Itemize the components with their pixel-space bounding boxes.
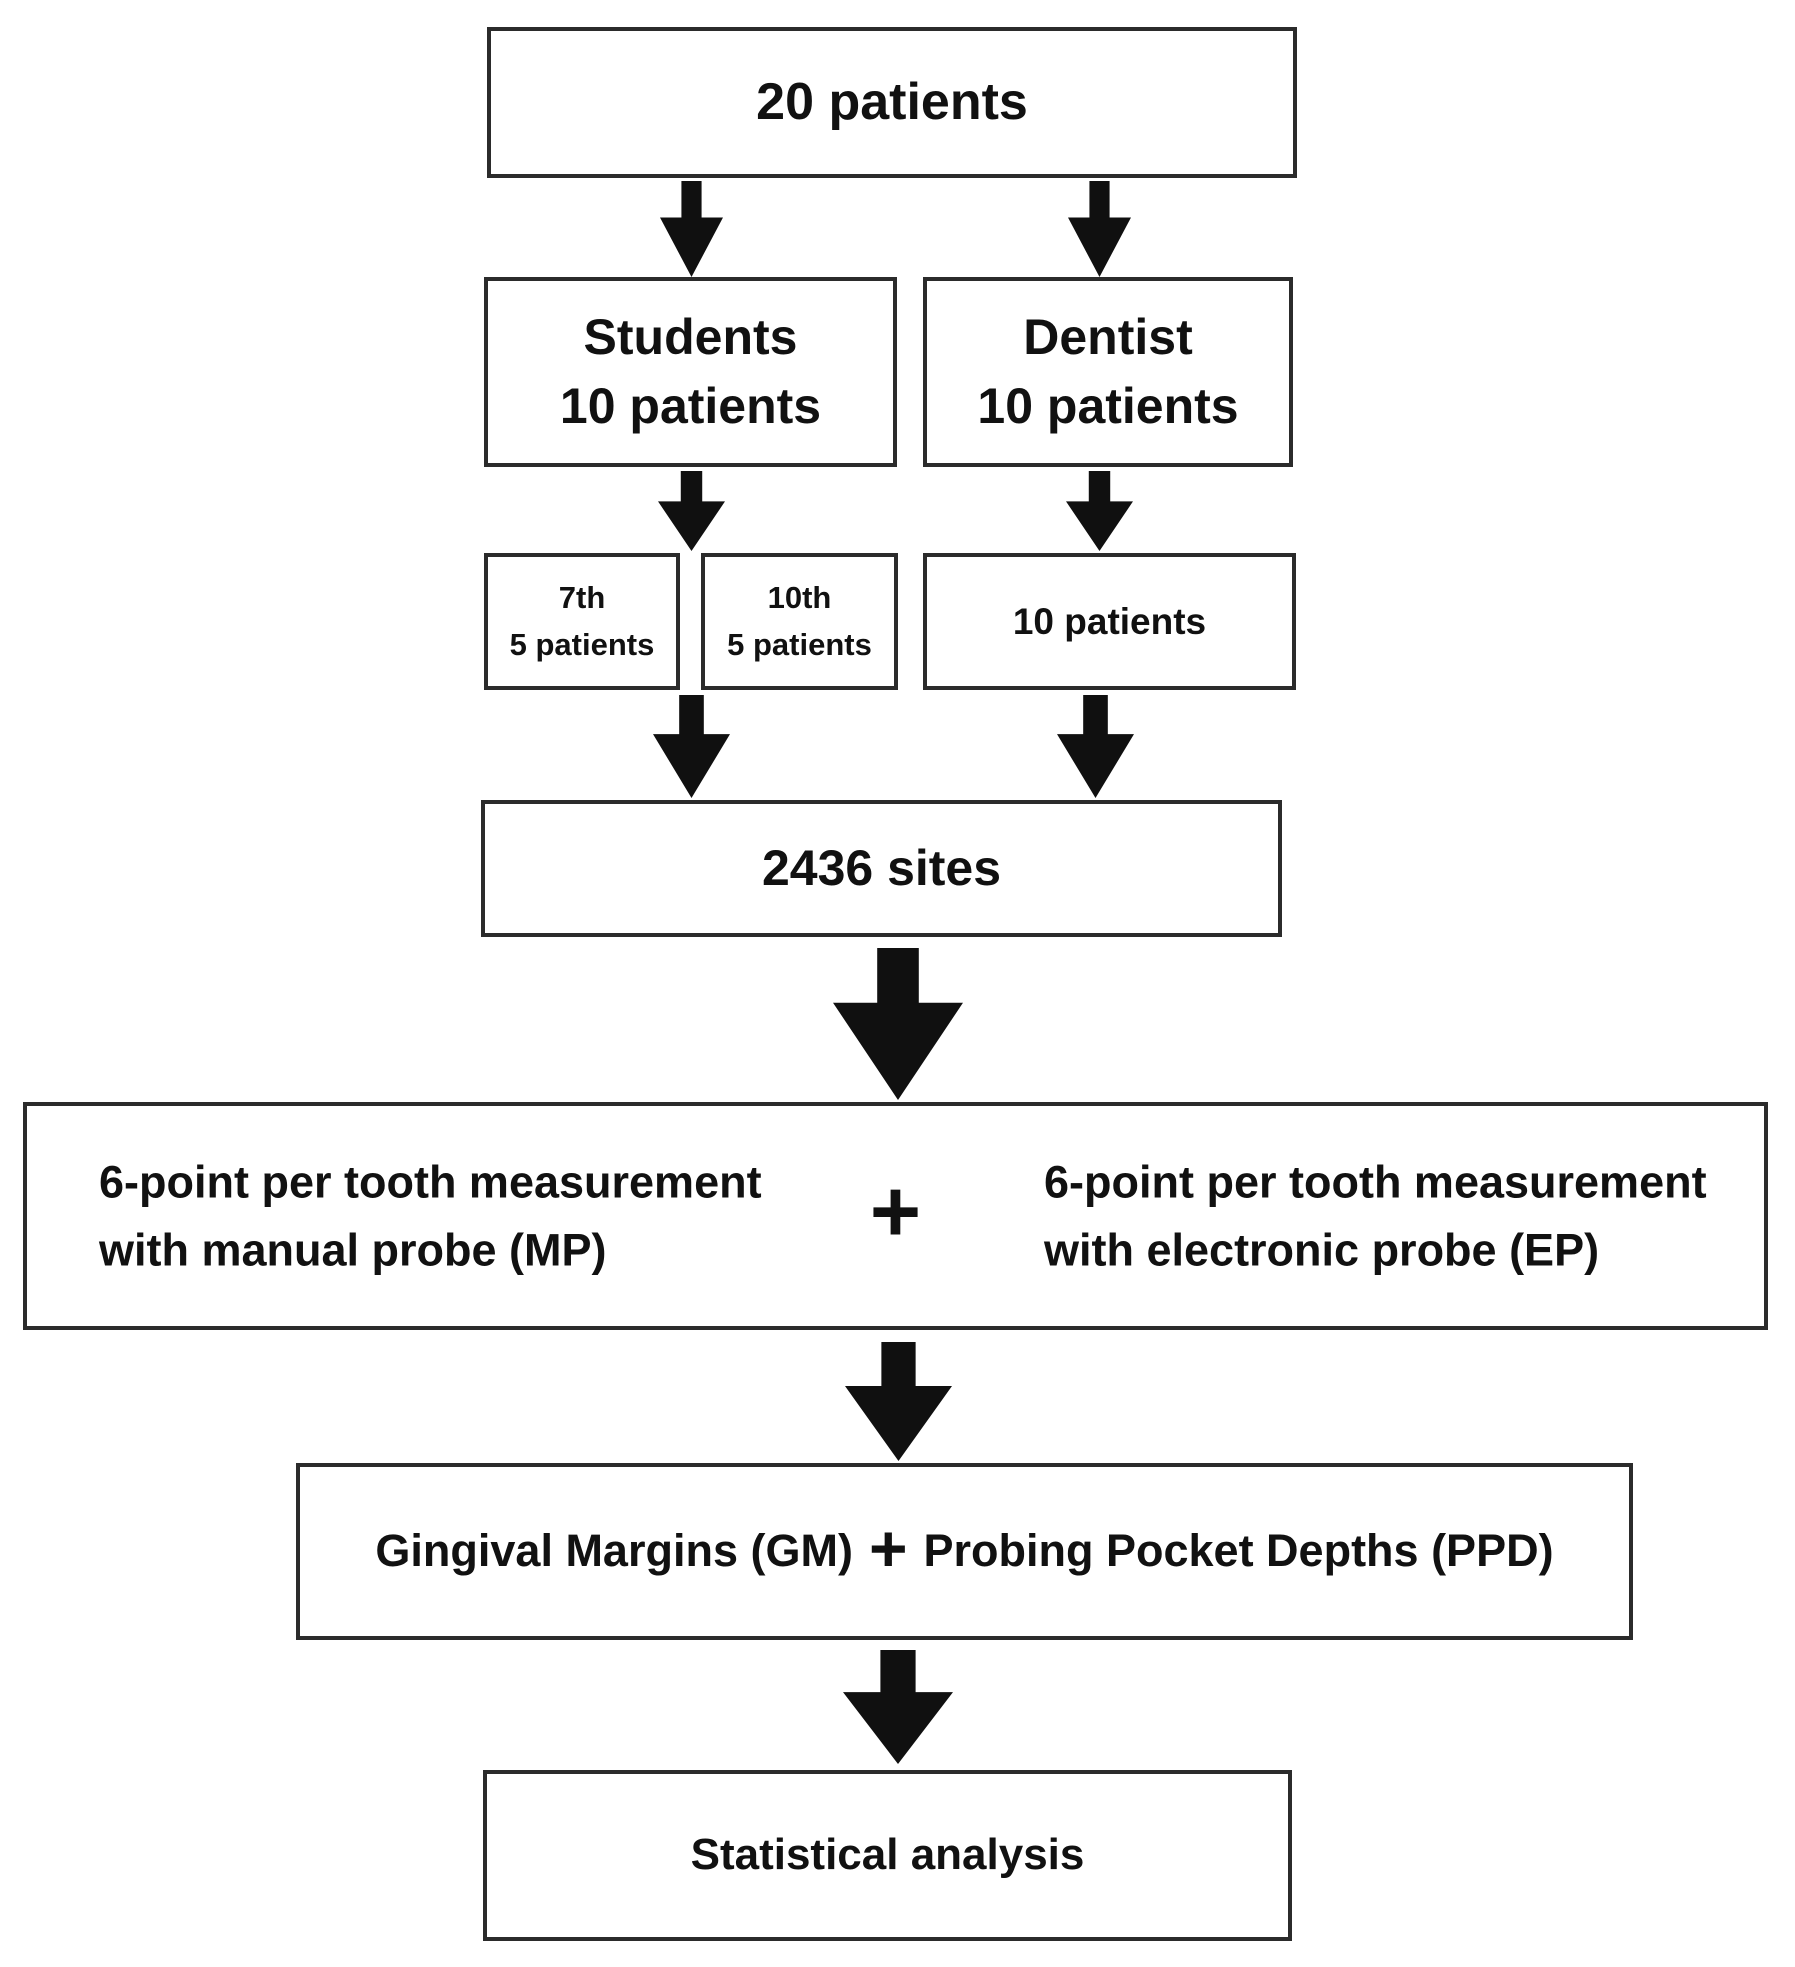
down-arrow-icon [843,1650,953,1764]
down-arrow-icon [653,695,730,798]
node-statistical-analysis: Statistical analysis [483,1770,1292,1941]
node-grade7-line2: 5 patients [509,626,655,662]
node-grade10-line1: 10th [767,580,832,615]
down-arrow-icon [1057,695,1134,798]
electronic-probe-label: 6-point per tooth measurement with elect… [1044,1149,1707,1284]
manual-probe-line1: 6-point per tooth measurement [99,1156,762,1208]
node-students-line1: Students [583,309,798,365]
down-arrow-icon [660,181,723,277]
node-total-patients: 20 patients [487,27,1297,178]
down-arrow-icon [1066,471,1133,551]
node-measurements: 6-point per tooth measurement with manua… [23,1102,1768,1330]
plus-sign: + [868,1510,908,1585]
electronic-probe-line1: 6-point per tooth measurement [1044,1156,1707,1208]
connector-grades-to-sites [653,695,730,798]
down-arrow-icon [658,471,725,551]
gm-label: Gingival Margins (GM) [375,1525,853,1577]
node-dentist-patients-label: 10 patients [1012,600,1207,642]
node-grade7-line1: 7th [558,580,606,615]
node-students-line2: 10 patients [559,378,822,434]
connector-total-to-dentist [1068,181,1131,277]
down-arrow-icon [845,1342,952,1461]
down-arrow-icon [1068,181,1131,277]
node-grade10: 10th 5 patients [701,553,898,690]
node-dentist-line2: 10 patients [977,378,1239,434]
connector-students-to-grades [658,471,725,551]
connector-sites-to-measurements [833,948,963,1100]
node-dentist-line1: Dentist [1023,309,1193,365]
node-students: Students 10 patients [484,277,897,467]
connector-gmppd-to-statistics [843,1650,953,1764]
node-sites-label: 2436 sites [761,840,1002,896]
node-statistical-analysis-label: Statistical analysis [690,1830,1085,1880]
connector-dentist-to-patients [1066,471,1133,551]
manual-probe-label: 6-point per tooth measurement with manua… [99,1149,762,1284]
connector-patients-to-sites [1057,695,1134,798]
plus-sign: + [869,1161,922,1261]
connector-total-to-students [660,181,723,277]
connector-measurements-to-gmppd [845,1342,952,1461]
node-dentist-patients: 10 patients [923,553,1296,690]
node-grade7: 7th 5 patients [484,553,680,690]
node-grade10-line2: 5 patients [727,626,872,662]
node-sites: 2436 sites [481,800,1282,937]
node-total-patients-label: 20 patients [756,72,1028,131]
ppd-label: Probing Pocket Depths (PPD) [923,1525,1554,1577]
electronic-probe-line2: with electronic probe (EP) [1044,1224,1600,1275]
node-gm-ppd: Gingival Margins (GM) + Probing Pocket D… [296,1463,1633,1640]
node-dentist: Dentist 10 patients [923,277,1293,467]
manual-probe-line2: with manual probe (MP) [99,1224,607,1275]
down-arrow-icon [833,948,963,1100]
